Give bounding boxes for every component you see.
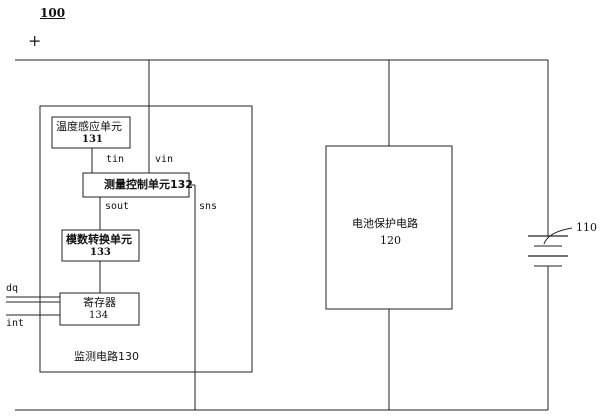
- temp-unit-name: 温度感应单元: [56, 120, 122, 133]
- monitor-circuit-label: 监测电路130: [74, 350, 139, 363]
- battery-symbol: [528, 227, 573, 272]
- temp-unit-box: [51, 116, 131, 149]
- register-box: [59, 292, 140, 326]
- register-number: 134: [89, 310, 109, 321]
- monitor-circuit-box: [39, 105, 253, 373]
- dq-label: dq: [6, 283, 19, 294]
- vin-label: vin: [155, 154, 174, 165]
- sout-label: sout: [105, 201, 130, 212]
- figure-ref: 100: [40, 6, 66, 20]
- measure-unit-name: 测量控制单元132: [104, 178, 193, 191]
- protect-circuit-name: 电池保护电路: [352, 217, 418, 230]
- battery-number: 110: [576, 221, 597, 234]
- adc-unit-name: 模数转换单元: [66, 233, 132, 246]
- int-label: int: [6, 318, 25, 329]
- protect-circuit-box: [325, 145, 453, 310]
- tin-label: tin: [106, 154, 125, 165]
- register-name: 寄存器: [83, 296, 116, 309]
- protect-circuit-number: 120: [380, 234, 401, 247]
- adc-unit-number: 133: [90, 247, 111, 258]
- sns-label: sns: [199, 201, 218, 212]
- plus-sign: +: [28, 31, 42, 50]
- temp-unit-number: 131: [82, 134, 103, 145]
